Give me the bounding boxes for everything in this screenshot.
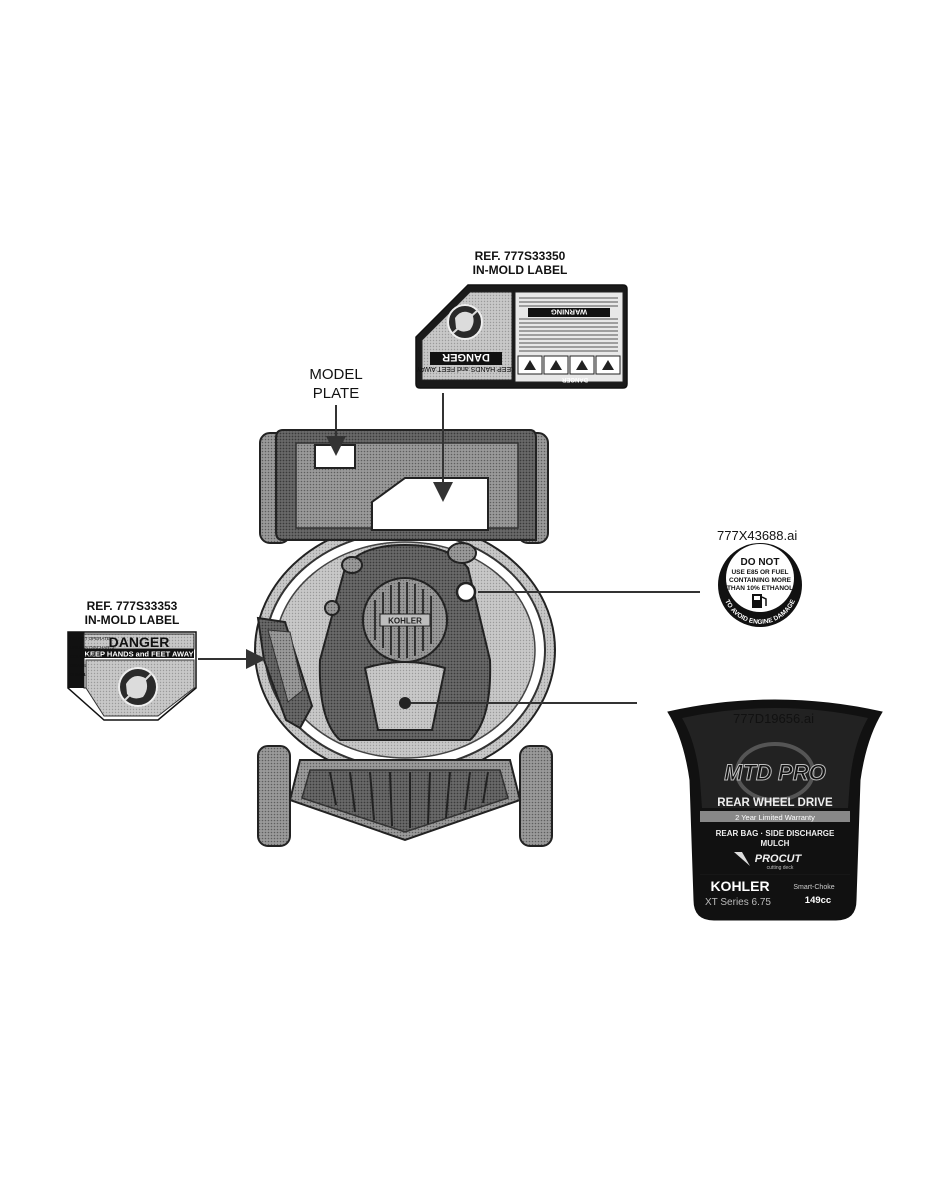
hood-decal: MTD PRO REAR WHEEL DRIVE 2 Year Limited … [667,699,883,921]
front-left-wheel [257,745,291,847]
hood-decal-brand: MTD PRO [724,760,825,785]
procut-logo-icon [734,852,750,866]
hood-decal-filename: 777D19656.ai [733,711,814,726]
top-decal-danger-small: DANGER [561,376,588,382]
left-decal-danger-sub: KEEP HANDS and FEET AWAY [85,650,194,659]
top-label-type: IN-MOLD LABEL [472,263,568,277]
top-in-mold-decal: KEEP HANDS and FEET AWAY DANGER WARNING [415,284,628,389]
top-decal-pictograms [517,355,621,375]
hood-decal-series: XT Series 6.75 [705,897,771,908]
left-decal-danger-word: DANGER [109,634,170,650]
leader-lines [198,393,700,704]
hood-decal-displacement: 149cc [805,895,831,906]
fuel-warning-decal: DO NOT USE E85 OR FUEL CONTAINING MORE T… [718,543,802,627]
left-decal-side-text-1: UNLESS DISCHARGE [70,645,116,650]
left-label-callout: REF. 777S33353 IN-MOLD LABEL [52,599,212,627]
hood-decal-choke: Smart-Choke [793,884,834,891]
top-decal-danger-sub: KEEP HANDS and FEET AWAY [416,365,516,372]
fuel-decal-line-2: CONTAINING MORE [729,577,792,584]
fuel-pump-icon [752,594,767,608]
left-in-mold-decal: DANGER KEEP HANDS and FEET AWAY DO NOT O… [67,631,197,721]
fuel-decal-filename: 777X43688.ai [717,528,798,543]
model-plate-line1: MODEL [309,366,363,383]
top-decal-warning-word: WARNING [551,308,587,317]
front-right-wheel [519,745,553,847]
top-label-ref: REF. 777S33350 [474,249,566,263]
hood-decal-engine-brand: KOHLER [710,878,769,894]
hood-decal-location [363,661,447,731]
hood-decal-features-1: REAR BAG · SIDE DISCHARGE [716,829,835,838]
top-label-callout: REF. 777S33350 IN-MOLD LABEL [440,249,600,277]
top-label-location [371,477,489,531]
hood-decal-procut: PROCUT [755,853,803,865]
top-decal-danger-word: DANGER [442,351,490,363]
fuel-decal-line-3: THAN 10% ETHANOL [727,585,793,592]
left-label-type: IN-MOLD LABEL [84,613,180,627]
model-plate-callout: MODEL PLATE [286,365,386,403]
hood-decal-drive: REAR WHEEL DRIVE [717,797,833,809]
left-decal-side-text-0: DO NOT OPERATE [70,636,110,641]
fuel-decal-line-0: DO NOT [741,557,780,568]
hood-decal-warranty: 2 Year Limited Warranty [735,813,815,822]
model-plate-line2: PLATE [312,385,360,402]
left-decal-side-text-2: COVER OR [70,654,95,659]
fuel-cap [455,581,477,603]
left-decal-side-text-4: IS IN PLACE [70,672,96,677]
engine-badge: KOHLER [388,617,422,626]
fuel-decal-line-1: USE E85 OR FUEL [731,569,788,576]
hood-decal-features-2: MULCH [761,839,790,848]
mower-body: KOHLER [254,429,556,847]
hood-decal-procut-sub: cutting deck [767,865,794,871]
left-label-ref: REF. 777S33353 [86,599,178,613]
